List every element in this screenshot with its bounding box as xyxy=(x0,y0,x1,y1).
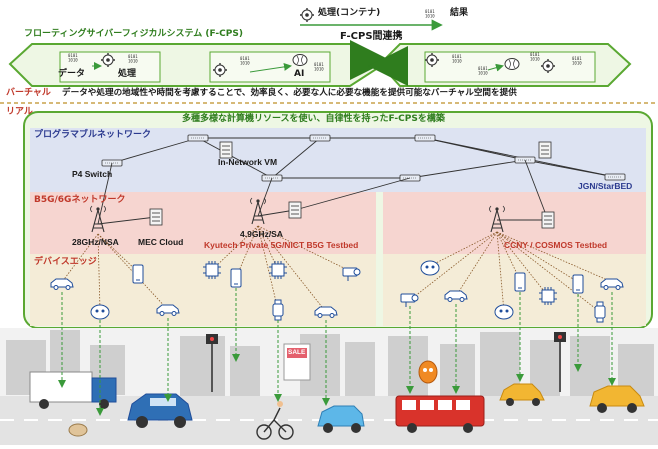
node-process-label: 処理 xyxy=(118,69,137,79)
fcps-link-label: F-CPS間連携 xyxy=(340,31,403,42)
flow-arrow xyxy=(487,63,504,72)
network-band xyxy=(30,128,646,192)
watch-icon xyxy=(272,299,284,321)
brain-icon xyxy=(504,58,520,70)
real-banner: 多種多様な計算機リソースを使い、自律性を持ったF-CPSを構築 xyxy=(182,114,445,124)
bits-icon xyxy=(478,66,489,76)
sale-sign-banner xyxy=(287,348,307,358)
bits-icon xyxy=(68,53,79,63)
brain-icon xyxy=(292,54,308,66)
server-icon xyxy=(538,141,552,159)
edge-to-city-arrows xyxy=(58,288,616,416)
bits-icon xyxy=(530,52,541,62)
blue-car-illustration xyxy=(127,393,193,428)
robot-icon xyxy=(494,304,514,320)
b5g-title: B5G/6Gネットワーク xyxy=(34,195,126,205)
kyutech-testbed-label: Kyutech Private 5G/NICT B5G Testbed xyxy=(204,240,359,250)
bits-icon xyxy=(572,56,583,66)
city-scene xyxy=(0,328,658,445)
fcps-title: フローティングサイバーフィジカルシステム (F-CPS) xyxy=(24,29,243,39)
bits-icon xyxy=(128,54,139,64)
router-icon xyxy=(309,134,331,142)
network-links xyxy=(111,137,616,179)
node-ai-label: AI xyxy=(294,69,305,79)
lightblue-car-illustration xyxy=(317,405,365,433)
chip-icon xyxy=(202,260,222,280)
network-title: プログラマブルネットワーク xyxy=(34,130,152,140)
server-icon xyxy=(541,211,555,229)
dog-figure xyxy=(68,423,88,437)
legend-process-label: 処理(コンテナ) xyxy=(318,8,381,18)
server-icon xyxy=(149,208,163,226)
traffic-light xyxy=(554,332,566,392)
virtual-description: データや処理の地域性や時間を考慮することで、効率良く、必要な人に必要な機能を提供… xyxy=(62,88,517,98)
red-bus-illustration xyxy=(395,395,485,433)
virtual-layer-label: バーチャル xyxy=(6,88,51,98)
bicycle-illustration xyxy=(256,401,294,440)
chip-icon xyxy=(268,260,288,280)
gear-icon xyxy=(299,7,315,23)
robot-figure xyxy=(418,360,438,384)
yellow-car-illustration xyxy=(499,383,545,406)
smartphone-icon xyxy=(132,264,144,284)
robot-icon xyxy=(420,260,440,276)
bits-icon xyxy=(314,62,325,72)
p4-switch-label: P4 Switch xyxy=(72,169,113,179)
smartphone-icon xyxy=(572,274,584,294)
robot-icon xyxy=(90,304,110,320)
node-data-label: データ xyxy=(58,69,86,79)
smartphone-icon xyxy=(230,268,242,288)
edge-title: デバイスエッジ xyxy=(34,257,97,267)
legend-result-label: 結果 xyxy=(450,8,469,18)
b5g-band-right xyxy=(383,192,646,254)
bits-icon xyxy=(452,54,463,64)
server-icon xyxy=(219,141,233,159)
fcps-inner-box-2 xyxy=(209,51,331,83)
innetwork-vm-label: In-Network VM xyxy=(218,157,278,167)
router-icon xyxy=(187,134,209,142)
ccny-testbed-label: CCNY / COSMOS Testbed xyxy=(504,240,608,250)
mec-cloud-label: MEC Cloud xyxy=(138,237,184,247)
router-icon xyxy=(604,173,626,181)
server-icon xyxy=(288,201,302,219)
sa-label: 4.9GHz/SA xyxy=(240,229,283,239)
sale-sign-text: SALE xyxy=(288,349,306,356)
yellow-car-illustration xyxy=(589,385,645,413)
flow-arrow xyxy=(249,62,292,73)
nsa-label: 28GHz/NSA xyxy=(72,237,119,247)
router-icon xyxy=(414,134,436,142)
real-layer-label: リアル xyxy=(6,107,33,117)
watch-icon xyxy=(594,301,606,323)
bits-icon xyxy=(240,56,251,66)
legend-area xyxy=(299,7,443,31)
traffic-light xyxy=(206,334,218,392)
chip-icon xyxy=(538,286,558,306)
b5g-links xyxy=(97,159,549,225)
jgn-starbed-label: JGN/StarBED xyxy=(578,181,633,191)
bits-icon xyxy=(425,9,436,19)
b5g-band-left xyxy=(30,192,376,254)
smartphone-icon xyxy=(514,272,526,292)
